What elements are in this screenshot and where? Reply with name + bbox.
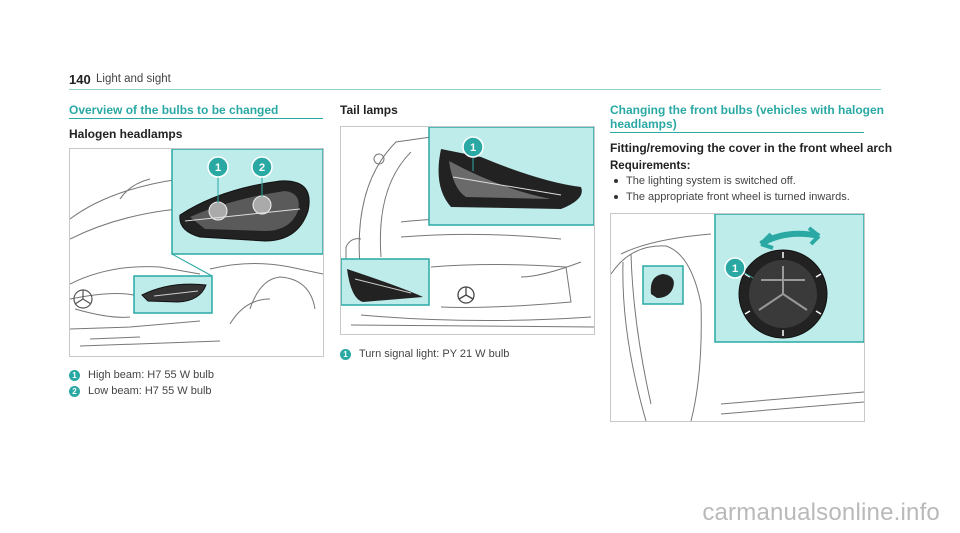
- tail-lamps-subheading: Tail lamps: [340, 103, 398, 117]
- callout-marker-1: 1: [207, 156, 229, 178]
- requirement-item: The lighting system is switched off.: [614, 175, 796, 187]
- tail-lamp-figure: 1: [340, 126, 595, 335]
- svg-text:2: 2: [259, 162, 265, 174]
- svg-text:1: 1: [470, 142, 476, 154]
- fitting-cover-subheading: Fitting/removing the cover in the front …: [610, 141, 893, 155]
- callout-marker-1: 1: [462, 136, 484, 158]
- page-number: 140: [69, 72, 91, 87]
- callout-marker-2: 2: [251, 156, 273, 178]
- svg-text:1: 1: [215, 162, 221, 174]
- requirement-item: The appropriate front wheel is turned in…: [614, 191, 850, 203]
- watermark: carmanualsonline.info: [702, 499, 940, 526]
- changing-bulbs-heading: Changing the front bulbs (vehicles with …: [610, 103, 885, 131]
- wheel-arch-cover-figure: 1: [610, 213, 865, 422]
- page-section-title: Light and sight: [96, 73, 171, 85]
- halogen-headlamps-subheading: Halogen headlamps: [69, 127, 183, 141]
- mercedes-star-icon: [457, 286, 475, 304]
- halogen-headlamp-figure: 1 2: [69, 148, 324, 357]
- bulbs-overview-rule: [69, 118, 323, 119]
- callout-marker-1: 1: [724, 257, 746, 279]
- changing-bulbs-rule: [610, 132, 864, 133]
- svg-text:1: 1: [732, 263, 738, 275]
- rotate-arrow-icon: [759, 226, 821, 250]
- mercedes-star-icon: [73, 289, 93, 309]
- requirements-label: Requirements:: [610, 160, 691, 172]
- bulbs-overview-heading: Overview of the bulbs to be changed: [69, 103, 279, 117]
- header-rule: [69, 89, 881, 90]
